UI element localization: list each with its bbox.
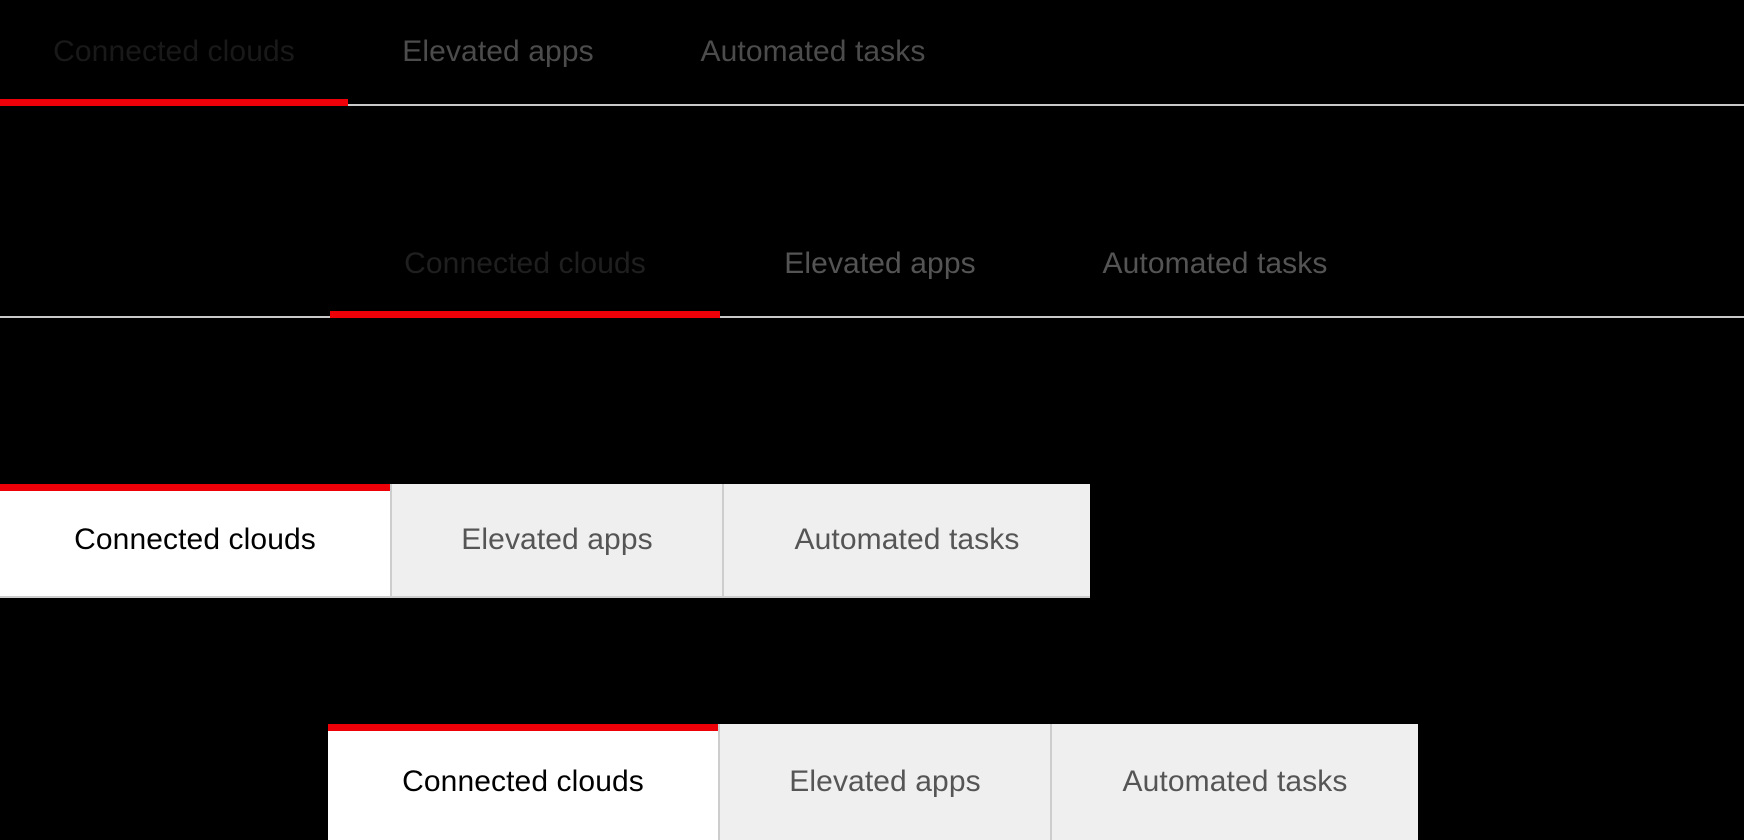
tab-label: Connected clouds — [53, 35, 295, 68]
tab-elevated-apps[interactable]: Elevated apps — [718, 724, 1050, 840]
tabset-underline-left: Connected clouds Elevated apps Automated… — [0, 0, 1744, 112]
tab-label: Elevated apps — [784, 247, 976, 280]
tab-connected-clouds[interactable]: Connected clouds — [0, 0, 348, 104]
tab-label: Connected clouds — [402, 765, 644, 798]
tab-automated-tasks[interactable]: Automated tasks — [648, 0, 978, 104]
tabset-enclosed-indented: Connected clouds Elevated apps Automated… — [328, 724, 1744, 840]
tablist: Connected clouds Elevated apps Automated… — [0, 0, 1744, 104]
active-tab-indicator — [330, 311, 720, 318]
tab-label: Automated tasks — [1102, 247, 1328, 280]
tablist-baseline — [0, 316, 1744, 318]
tablist: Connected clouds Elevated apps Automated… — [0, 484, 1090, 596]
tab-automated-tasks[interactable]: Automated tasks — [722, 484, 1090, 596]
tab-label: Automated tasks — [1122, 765, 1348, 798]
tab-label: Connected clouds — [74, 523, 316, 556]
tab-label: Elevated apps — [461, 523, 653, 556]
tab-automated-tasks[interactable]: Automated tasks — [1050, 724, 1418, 840]
tab-automated-tasks[interactable]: Automated tasks — [1040, 212, 1390, 316]
tab-label: Elevated apps — [789, 765, 981, 798]
tabset-underline-indented: Connected clouds Elevated apps Automated… — [0, 212, 1744, 324]
tab-label: Automated tasks — [700, 35, 926, 68]
tab-elevated-apps[interactable]: Elevated apps — [720, 212, 1040, 316]
tablist-baseline — [348, 104, 1744, 106]
tab-connected-clouds[interactable]: Connected clouds — [330, 212, 720, 316]
tab-label: Elevated apps — [402, 35, 594, 68]
tabset-enclosed-left: Connected clouds Elevated apps Automated… — [0, 484, 1744, 612]
tab-label: Connected clouds — [404, 247, 646, 280]
active-tab-indicator — [0, 99, 348, 106]
tab-connected-clouds[interactable]: Connected clouds — [328, 724, 718, 840]
active-tab-indicator — [0, 484, 390, 491]
tab-elevated-apps[interactable]: Elevated apps — [348, 0, 648, 104]
tablist-baseline — [0, 596, 1090, 598]
tab-label: Automated tasks — [794, 523, 1020, 556]
tab-elevated-apps[interactable]: Elevated apps — [390, 484, 722, 596]
active-tab-indicator — [328, 724, 718, 731]
tab-connected-clouds[interactable]: Connected clouds — [0, 484, 390, 596]
tablist: Connected clouds Elevated apps Automated… — [328, 724, 1418, 840]
tablist: Connected clouds Elevated apps Automated… — [0, 212, 1744, 316]
